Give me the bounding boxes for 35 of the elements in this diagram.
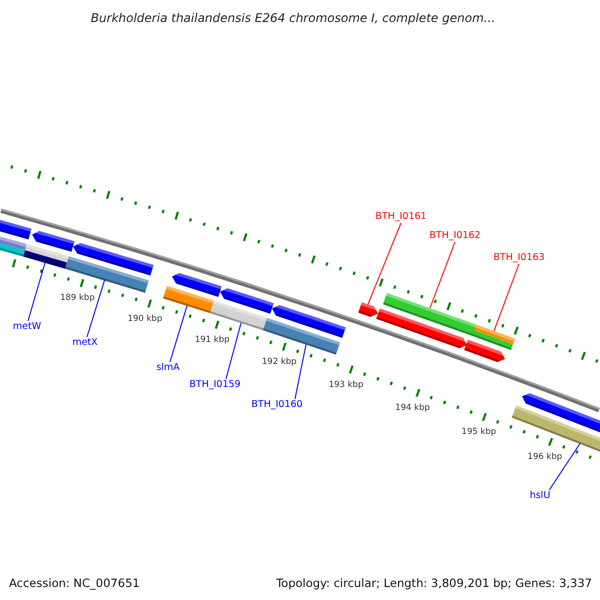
gene-label: BTH_I0163	[493, 252, 545, 264]
gene-label: BTH_I0160	[251, 399, 303, 411]
accession-label: Accession: NC_007651	[9, 576, 140, 590]
leader-line	[430, 242, 456, 308]
scale-label: 191 kbp	[194, 335, 230, 346]
gene-bar	[512, 405, 600, 452]
leader-line	[28, 262, 46, 322]
gene-bar	[163, 286, 214, 314]
gene-label: BTH_I0161	[375, 211, 427, 223]
leader-line	[170, 305, 188, 362]
gene-label: BTH_I0162	[429, 230, 481, 242]
gene-label: slmA	[156, 362, 180, 374]
gene-bar	[262, 318, 340, 355]
scale-label: 194 kbp	[395, 402, 430, 413]
map-title: Burkholderia thailandensis E264 chromosome I, complete genom...	[90, 11, 496, 25]
leader-line	[494, 264, 520, 332]
gene-label: metX	[72, 337, 98, 349]
leader-line	[294, 344, 306, 400]
genome-summary: Topology: circular; Length: 3,809,201 bp; Genes: 3,337	[276, 576, 592, 590]
scale-label: 196 kbp	[528, 452, 562, 462]
leader-line	[226, 322, 242, 380]
gene-bar	[65, 256, 149, 293]
gene-label: BTH_I0159	[189, 379, 241, 391]
leader-line	[548, 443, 580, 490]
gene-label: metW	[12, 321, 42, 333]
scale-label: 193 kbp	[328, 380, 364, 390]
gene-bar	[23, 244, 69, 269]
gene-feature	[358, 302, 378, 317]
gene-label: hslU	[530, 490, 550, 502]
scale-label: 189 kbp	[60, 293, 95, 304]
gene-bar	[210, 300, 268, 330]
leader-line	[86, 280, 105, 338]
gene-bar	[472, 324, 516, 350]
leader-line	[368, 222, 402, 305]
gene-bar	[383, 292, 478, 336]
